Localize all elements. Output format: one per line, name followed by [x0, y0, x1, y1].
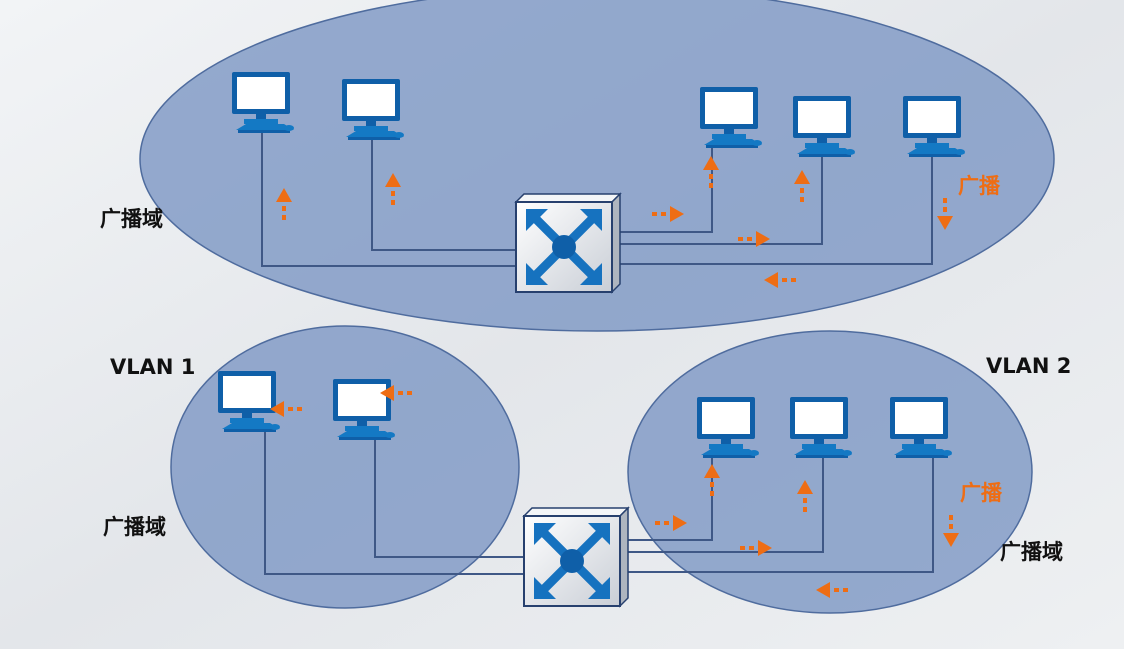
top-switch-icon — [516, 194, 620, 292]
vlan1-title: VLAN 1 — [110, 355, 195, 379]
top-broadcast-domain-label: 广播域 — [100, 207, 163, 231]
vlan2-broadcast-domain-label: 广播域 — [1000, 540, 1063, 564]
vlan2-broadcast-domain-ellipse — [627, 330, 1033, 614]
vlan2-title: VLAN 2 — [986, 354, 1071, 378]
top-broadcast-label: 广播 — [958, 174, 1001, 198]
vlan2-broadcast-label: 广播 — [960, 481, 1003, 505]
vlan1-broadcast-domain-label: 广播域 — [103, 515, 166, 539]
vlan1-broadcast-domain-ellipse — [170, 325, 520, 609]
bottom-switch-icon — [524, 508, 628, 606]
